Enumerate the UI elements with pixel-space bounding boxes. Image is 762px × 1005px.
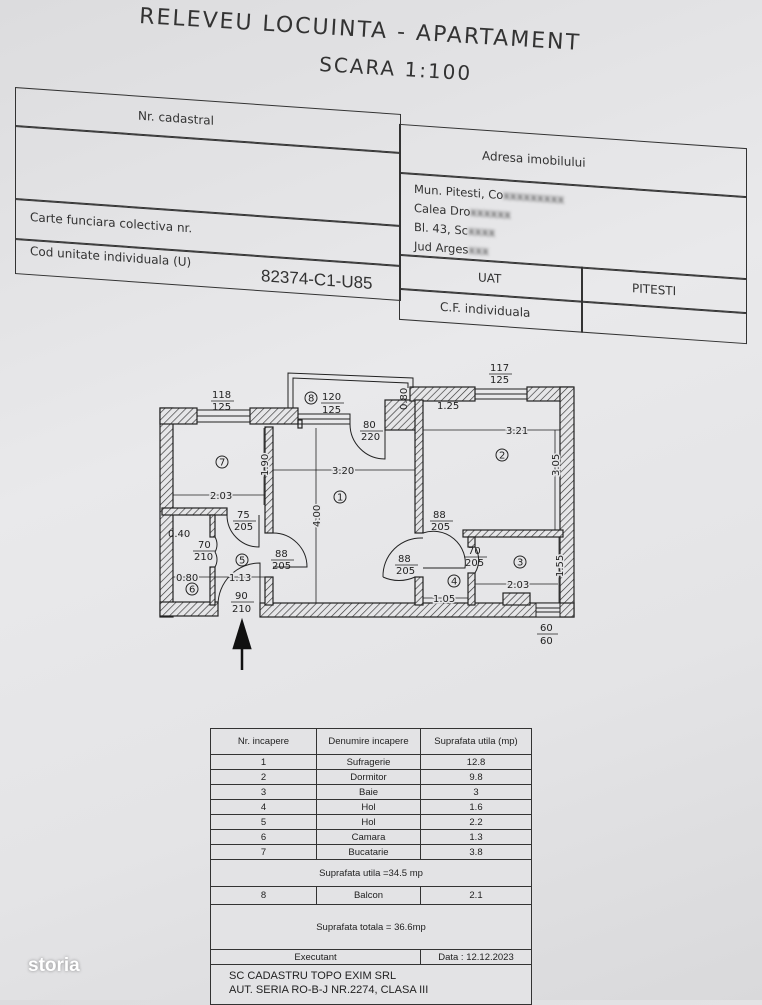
label-door-75-bottom: 205 [234,522,253,533]
balcony-area: 2.1 [420,886,532,905]
label-door-70b-top: 70 [468,546,481,557]
label-vent-bottom: 60 [540,636,553,647]
label-0-80: 0.80 [176,573,198,584]
room-nr: 7 [210,844,317,860]
room-name: Hol [316,799,421,815]
label-2-03-kitchen: 2.03 [210,491,232,502]
label-door-88c-top: 88 [398,554,411,565]
room-number-2: 2 [499,451,505,462]
room-area: 3 [420,784,532,800]
label-door-entry-top: 90 [235,591,248,602]
room-area: 12.8 [420,754,532,770]
suprafata-utila: Suprafata utila =34.5 mp [210,859,532,887]
label-2-03-bath: 2.03 [507,580,529,591]
room-number-4: 4 [451,577,457,588]
data-label: Data : 12.12.2023 [420,949,532,965]
label-door-88a-bottom: 205 [431,522,450,533]
label-door-88c-bottom: 205 [396,566,415,577]
label-balcony-depth: 0.80 [399,388,410,410]
label-1-25: 1.25 [437,401,459,412]
room-number-6: 6 [189,585,195,596]
windows-and-doors [196,372,561,618]
label-balcony-win-top: 120 [322,392,341,403]
label-3-05: 3.05 [551,454,562,476]
label-1-55: 1.55 [555,555,566,577]
room-nr: 2 [210,769,317,785]
balcony-name: Balcon [316,886,421,905]
header-nr: Nr. incapere [210,728,317,755]
room-nr: 6 [210,829,317,845]
room-number-3: 3 [517,558,523,569]
room-nr: 4 [210,799,317,815]
room-nr: 5 [210,814,317,830]
label-door-75-top: 75 [237,510,250,521]
room-area: 9.8 [420,769,532,785]
company-line-2: AUT. SERIA RO-B-J NR.2274, CLASA III [229,984,429,996]
room-name: Bucatarie [316,844,421,860]
label-3-21: 3.21 [506,426,528,437]
room-number-5: 5 [239,556,245,567]
table-row: 8 Balcon 2.1 [210,886,532,905]
room-number-1: 1 [337,493,343,504]
label-4-00: 4.00 [312,505,323,527]
label-w2-bottom: 125 [490,375,509,386]
label-door-70a-top: 70 [198,540,211,551]
room-area: 3.8 [420,844,532,860]
label-door-entry-bottom: 210 [232,604,251,615]
fraction-bars [193,373,558,635]
company-line-1: SC CADASTRU TOPO EXIM SRL [229,970,397,982]
room-nr: 1 [210,754,317,770]
room-nr: 3 [210,784,317,800]
header-denumire: Denumire incapere [316,728,421,755]
dimension-lines [173,428,560,603]
label-door-70b-bottom: 205 [465,558,484,569]
label-door-88b-top: 88 [275,549,288,560]
label-1-13: 1.13 [229,573,251,584]
label-w2-top: 117 [490,363,509,374]
rooms-table: Nr. incapere Denumire incapere Suprafata… [210,728,532,1005]
label-1-05: 1.05 [433,594,455,605]
storia-watermark: storia [28,955,80,976]
label-vent-top: 60 [540,623,553,634]
executant-label: Executant [210,949,421,965]
label-3-20: 3.20 [332,466,354,477]
walls [159,386,575,618]
label-door-88a-top: 88 [433,510,446,521]
header-suprafata: Suprafata utila (mp) [420,728,532,755]
label-w7-top: 118 [212,390,231,401]
label-w7-bottom: 125 [212,402,231,413]
room-name: Hol [316,814,421,830]
room-name: Camara [316,829,421,845]
balcony-nr: 8 [210,886,317,905]
room-number-7: 7 [219,458,225,469]
room-area: 1.3 [420,829,532,845]
dimension-labels: 118 125 117 125 8 120 125 0.80 1.25 80 2… [168,363,568,647]
label-door-balcony-top: 80 [363,420,376,431]
label-1-90: 1.90 [260,454,271,476]
room-area: 2.2 [420,814,532,830]
rooms-table-header: Nr. incapere Denumire incapere Suprafata… [210,728,532,755]
label-door-88b-bottom: 205 [272,561,291,572]
room-name: Sufragerie [316,754,421,770]
room-name: Baie [316,784,421,800]
room-area: 1.6 [420,799,532,815]
label-balcony-win-bottom: 125 [322,405,341,416]
room-name: Dormitor [316,769,421,785]
suprafata-totala: Suprafata totala = 36.6mp [210,904,532,950]
label-0-40: 0.40 [168,529,190,540]
entrance-arrow-icon [232,617,252,670]
label-door-balcony-bottom: 220 [361,432,380,443]
label-door-70a-bottom: 210 [194,552,213,563]
room-number-8: 8 [308,394,314,405]
